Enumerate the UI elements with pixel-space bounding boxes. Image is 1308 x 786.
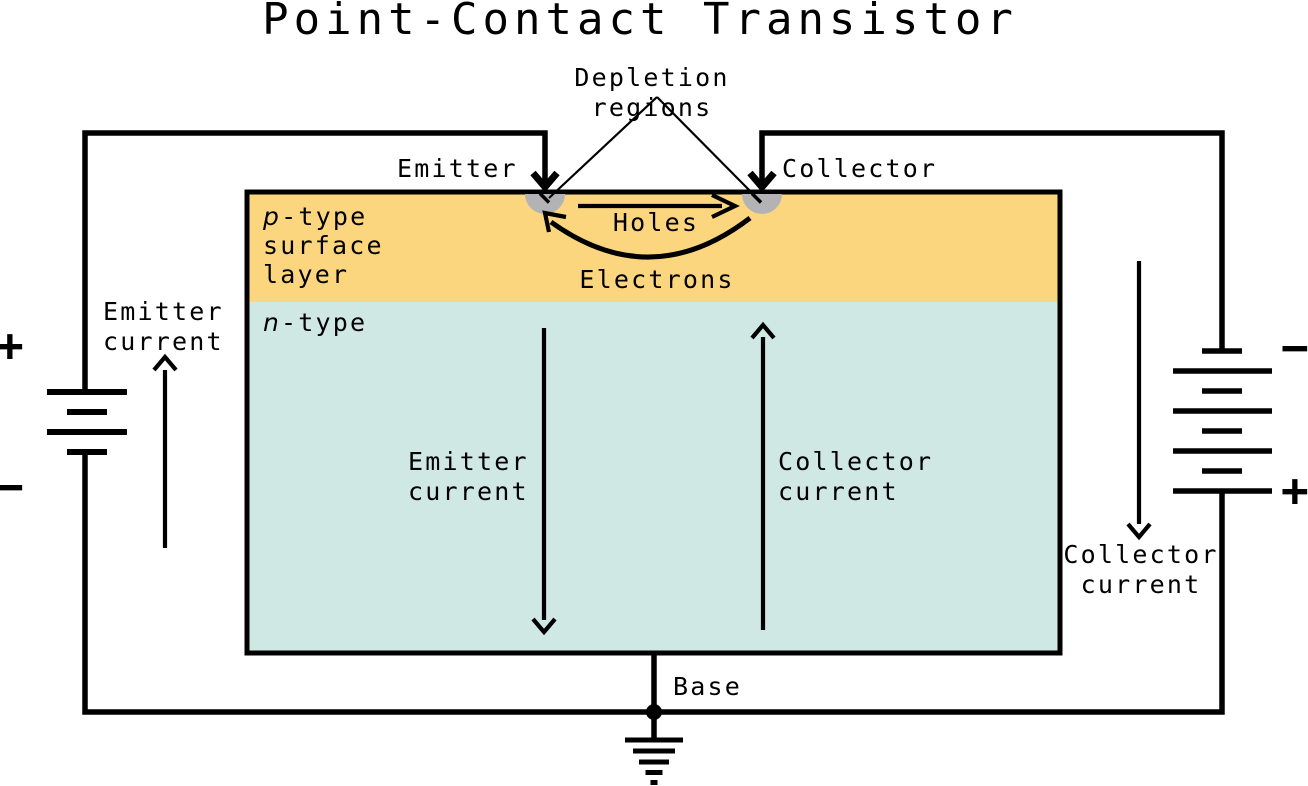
junction-dot — [646, 704, 662, 720]
collector-current-body-label: Collector current — [778, 447, 934, 506]
p-line2: surface — [263, 231, 384, 260]
holes-label: Holes — [612, 208, 700, 237]
collector-current-arrow-circuit — [1126, 261, 1152, 541]
n-suffix: -type — [281, 308, 368, 337]
n-type-layer-region — [247, 302, 1060, 653]
n-type-layer-label: n-type — [263, 308, 367, 338]
transistor-body — [244, 189, 1063, 656]
collector-wire-arrowhead — [747, 170, 777, 193]
depletion-region-right — [742, 194, 782, 214]
n-symbol: n — [263, 308, 282, 337]
collector-current-arrow-body — [750, 321, 776, 630]
emitter-current-circuit-label: Emitter current — [103, 297, 224, 356]
battery-right-minus-sign: − — [1281, 320, 1308, 374]
emitter-wire-arrowhead — [530, 170, 560, 193]
battery-right-plus-sign: + — [1281, 463, 1308, 517]
electrons-arrowhead — [542, 210, 567, 233]
emitter-wire — [82, 130, 548, 392]
p-line3: layer — [263, 260, 350, 289]
emitter-current-body-label: Emitter current — [408, 447, 529, 506]
depletion-pointer-lines — [548, 96, 758, 199]
collector-wire — [759, 130, 1225, 352]
p-type-layer-region — [247, 192, 1060, 302]
current-arrows — [152, 261, 1152, 636]
depletion-regions-label: Depletion regions — [574, 63, 730, 122]
p-suffix: -type — [281, 202, 368, 231]
depletion-regions — [525, 96, 782, 214]
emitter-current-arrow-circuit — [152, 353, 178, 548]
collector-current-circuit-label: Collector current — [1063, 540, 1219, 599]
base-label: Base — [673, 672, 743, 701]
ground-icon — [625, 737, 683, 785]
depletion-region-left — [525, 194, 565, 214]
body-border — [244, 189, 1063, 656]
collector-contact-label: Collector — [782, 154, 938, 183]
point-contact-ticks — [538, 192, 763, 204]
p-symbol: p — [263, 202, 282, 231]
emitter-battery-icon — [47, 389, 127, 455]
collector-battery-icon — [1173, 348, 1272, 494]
emitter-current-arrow-body — [531, 328, 557, 636]
circuit-wires — [82, 130, 1225, 740]
electrons-arc — [549, 216, 752, 260]
electrons-label: Electrons — [579, 265, 735, 294]
holes-arrow — [578, 193, 740, 219]
diagram-title: Point-Contact Transistor — [262, 0, 1018, 45]
battery-left-minus-sign: − — [0, 459, 24, 513]
battery-left-plus-sign: + — [0, 318, 24, 372]
emitter-contact-label: Emitter — [397, 154, 518, 183]
